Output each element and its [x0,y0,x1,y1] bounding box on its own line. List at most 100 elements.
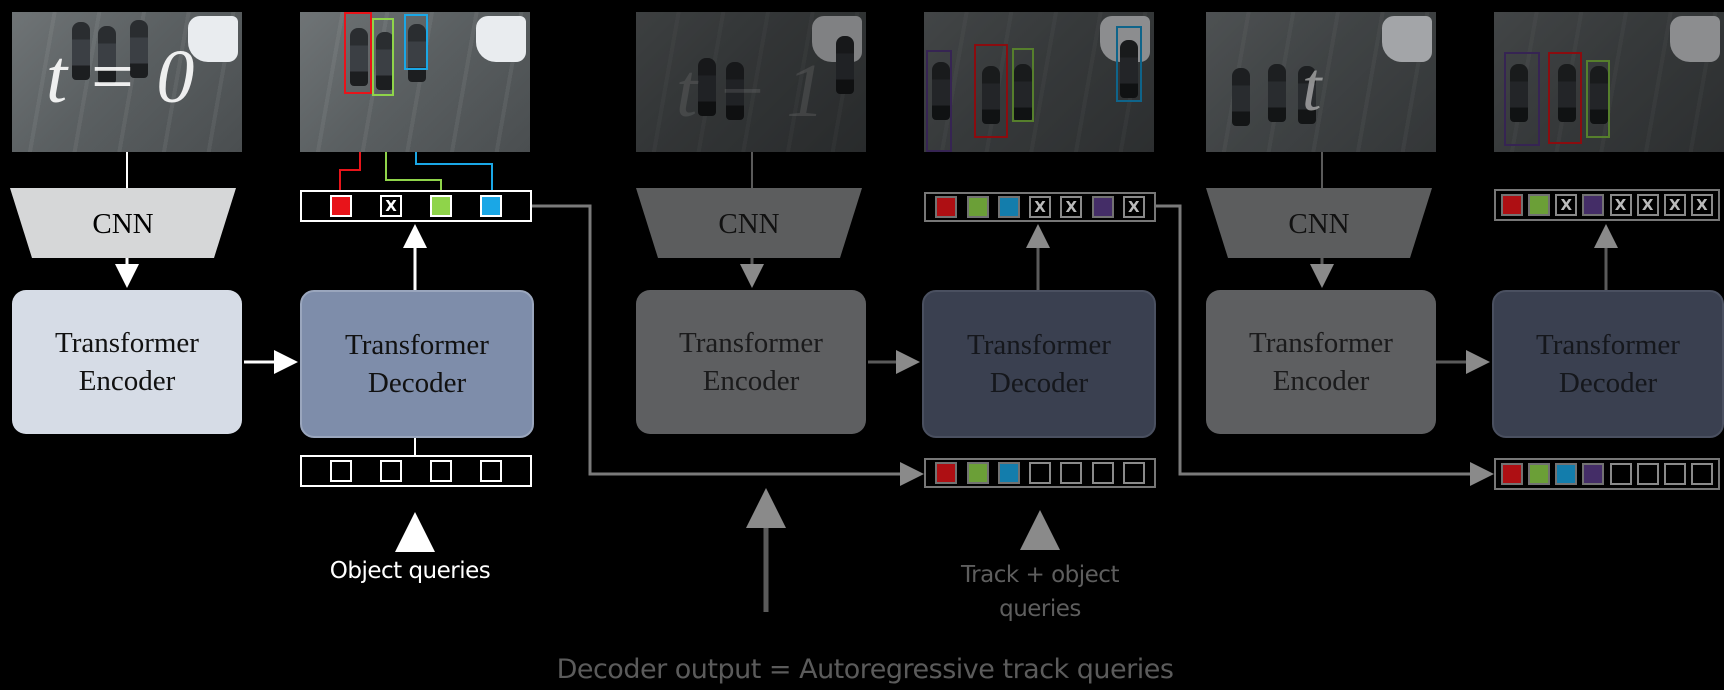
transformer-encoder: Transformer Encoder [12,290,242,434]
red-track-query-slot [935,462,958,484]
bbox-green [1012,48,1034,122]
empty-query-slot [480,460,502,482]
transformer-encoder: Transformer Encoder [1206,290,1436,434]
decoder-output-caption: Decoder output = Autoregressive track qu… [556,654,1174,685]
bbox-red [344,12,372,94]
pedestrian [408,24,426,82]
detection-frame-t-minus-1 [924,12,1154,152]
pedestrian [130,20,148,78]
bbox-red [974,44,1008,138]
object-queries-caption: Object queries [329,558,491,584]
green-track-query-slot [966,196,989,218]
pedestrian [376,32,394,90]
input-queries-t [1494,458,1720,490]
empty-query-slot [1060,462,1083,484]
green-track-query-slot [1528,194,1551,216]
pedestrian [1590,66,1608,124]
bbox-purple [1504,52,1540,146]
video-frame-t: t [1206,12,1436,152]
time-label: t = 0 [46,35,195,119]
pedestrian [982,66,1000,124]
empty-query-slot [1091,462,1114,484]
bbox-green [1586,60,1610,138]
cnn-block: CNN [10,188,236,258]
bbox-red [1548,52,1582,144]
pedestrian [98,26,116,84]
red-track-query-slot [1501,194,1524,216]
pedestrian [72,22,90,80]
track-object-queries-caption: Track + object queries [961,562,1119,622]
transformer-decoder: Transformer Decoder [922,290,1156,438]
discarded-query-slot: X [1636,194,1659,216]
empty-query-slot [1122,462,1145,484]
discarded-query-slot: X [1029,196,1051,218]
time-label: t [1302,49,1322,126]
detection-frame-t [1494,12,1724,152]
time-label: t − 1 [676,49,825,133]
empty-query-slot [1636,463,1659,485]
output-queries-t0: X [300,190,532,222]
pedestrian [350,28,368,86]
pedestrian [1558,64,1576,122]
cnn-block: CNN [636,188,862,258]
purple-track-query-slot [1091,196,1114,218]
empty-query-slot [1690,463,1713,485]
detection-frame-t0 [300,12,530,152]
empty-query-slot [1029,462,1051,484]
transformer-decoder: Transformer Decoder [300,290,534,438]
empty-query-slot [330,460,352,482]
bbox-blue [1116,26,1142,102]
discarded-query-slot: X [1609,194,1632,216]
green-track-query-slot [1528,463,1551,485]
blue-track-query-slot [997,462,1020,484]
pedestrian [1298,66,1316,124]
bbox-blue [404,14,428,70]
purple-track-query-slot [1582,194,1605,216]
discarded-query-slot: X [1060,196,1083,218]
pedestrian [1120,40,1138,98]
discarded-query-slot: X [1663,194,1686,216]
bbox-green [372,18,394,96]
discarded-query-slot: X [1122,196,1145,218]
red-track-query-slot [330,195,352,217]
red-track-query-slot [1501,463,1524,485]
empty-query-slot [430,460,452,482]
discarded-query-slot: X [1555,194,1578,216]
car-shape [476,16,526,62]
pedestrian [836,36,854,94]
pedestrian [1268,64,1286,122]
red-track-query-slot [935,196,958,218]
discarded-query-slot: X [1690,194,1713,216]
empty-query-slot [1663,463,1686,485]
car-shape [1382,16,1432,62]
blue-track-query-slot [480,195,502,217]
track-query-feed-2 [1156,204,1494,486]
empty-query-slot [380,460,402,482]
input-queries-t0 [300,455,532,487]
transformer-encoder: Transformer Encoder [636,290,866,434]
car-shape [1670,16,1720,62]
bbox-purple [926,50,952,152]
purple-track-query-slot [1582,463,1605,485]
cnn-block: CNN [1206,188,1432,258]
pedestrian [1014,64,1032,122]
green-track-query-slot [966,462,989,484]
pedestrian [1510,64,1528,122]
blue-track-query-slot [1555,463,1578,485]
car-shape [188,16,238,62]
pedestrian [698,58,716,116]
transformer-decoder: Transformer Decoder [1492,290,1724,438]
track-query-feed-1 [532,204,924,486]
input-queries-t-1 [924,458,1156,488]
pedestrian [1232,68,1250,126]
video-frame-t0: t = 0 [12,12,242,152]
pedestrian [726,62,744,120]
green-track-query-slot [430,195,452,217]
